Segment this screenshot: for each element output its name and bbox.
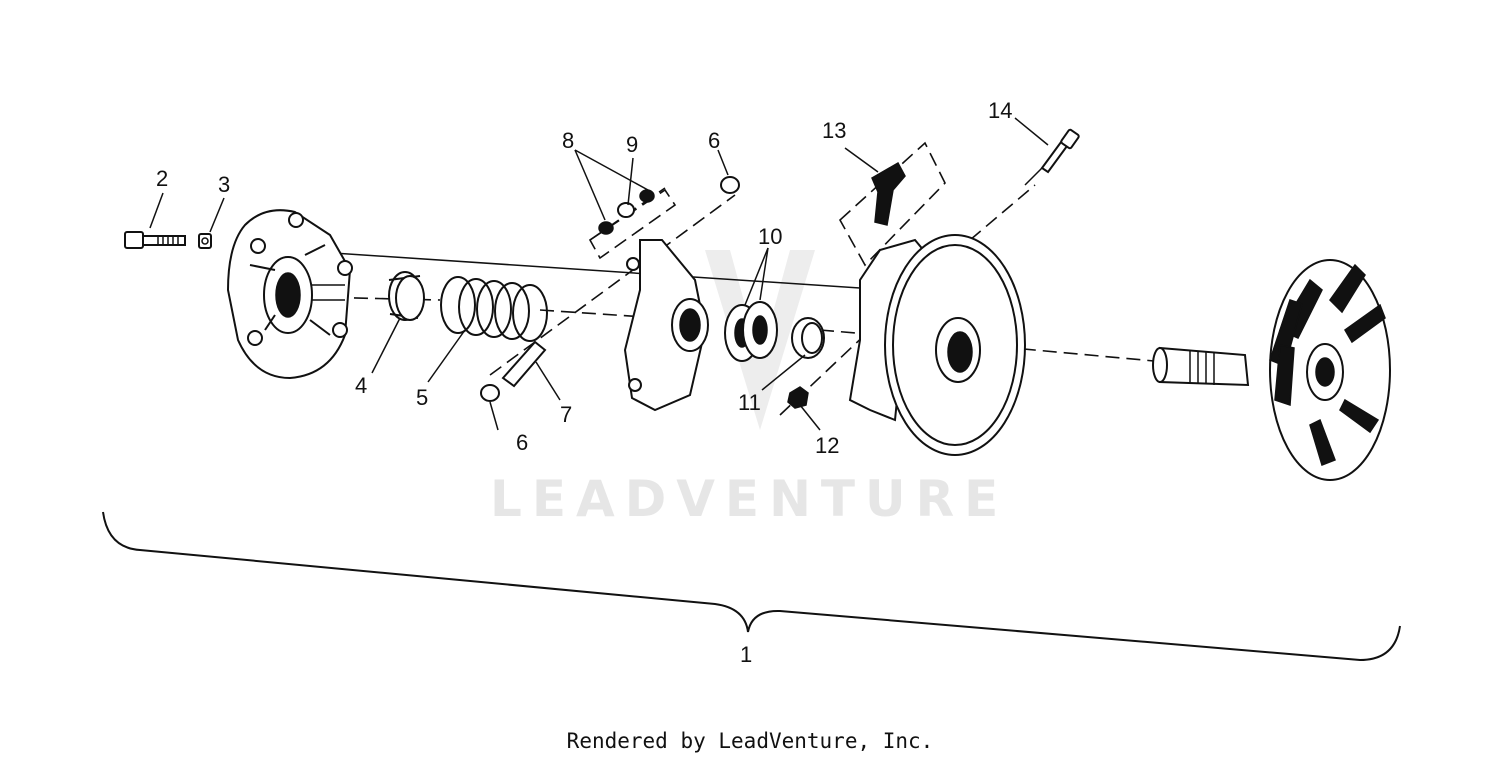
callout-3: 3 xyxy=(218,172,230,197)
callout-12: 12 xyxy=(815,433,839,458)
callout-1: 1 xyxy=(740,642,752,667)
callout-4: 4 xyxy=(355,373,367,398)
callout-2: 2 xyxy=(156,166,168,191)
part-rollers xyxy=(724,301,778,362)
part-nut xyxy=(198,233,212,249)
callout-8: 8 xyxy=(562,128,574,153)
part-movable-arm xyxy=(623,239,709,412)
callout-7: 7 xyxy=(560,402,572,427)
part-bushing-large xyxy=(791,317,825,359)
watermark-text: LEADVENTURE xyxy=(490,470,1008,528)
part-sleeve xyxy=(388,271,425,321)
footer-credit: Rendered by LeadVenture, Inc. xyxy=(567,729,934,753)
part-bushing xyxy=(480,176,740,402)
part-sheave xyxy=(848,234,1026,456)
part-spring xyxy=(440,276,548,342)
callout-13: 13 xyxy=(822,118,846,143)
callout-10: 10 xyxy=(758,224,782,249)
callout-6-bottom: 6 xyxy=(516,430,528,455)
callout-6-top: 6 xyxy=(708,128,720,153)
part-cover-plate xyxy=(226,209,353,380)
part-weight-hardware xyxy=(588,188,677,260)
part-pin xyxy=(501,340,547,388)
callout-5: 5 xyxy=(416,385,428,410)
part-weight xyxy=(838,141,946,267)
assembly-bracket xyxy=(102,511,1401,662)
callout-11: 11 xyxy=(738,390,761,415)
part-lock-nut xyxy=(787,386,809,409)
part-fixed-sheave-shaft xyxy=(1152,259,1391,481)
part-long-bolt xyxy=(1024,128,1080,186)
watermark-logo: LEADVENTURE xyxy=(490,250,1008,528)
callout-14: 14 xyxy=(988,98,1012,123)
leader-lines xyxy=(149,117,1049,431)
callout-9: 9 xyxy=(626,132,638,157)
part-bolt xyxy=(124,231,186,249)
